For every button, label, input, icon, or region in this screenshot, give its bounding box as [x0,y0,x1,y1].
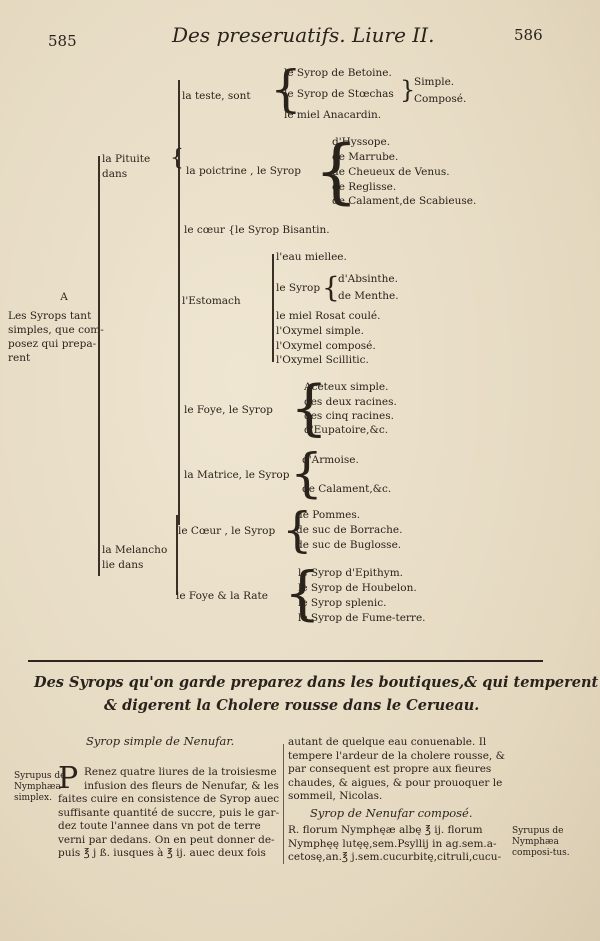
left-margin-line1: Syrupus de [14,771,66,781]
root-label-line3: posez qui prepa- [8,338,97,350]
right-margin-note: Syrupus de Nymphæa composi-tus. [512,826,570,859]
matrice-item-1: d'Armoise. [302,454,359,466]
organ-foye-melan: le Foye & la Rate [176,590,268,602]
coeur-melan-item-2: de suc de Borrache. [296,524,403,536]
root-label-line1: Les Syrops tant [8,310,92,322]
foye-item-3: des cinq racines. [304,410,394,422]
right-subheading: Syrop de Nenufar composé. [310,806,473,820]
foye-item-1: Aceteux simple. [304,381,389,393]
matrice-brace: { [290,444,324,504]
left-margin-note: Syrupus de Nymphæa simplex. [14,771,65,804]
right-column-recipe: R. florum Nymphęæ albę ℥ ij. florum Nymp… [288,824,501,865]
estomach-item-5: l'Oxymel composé. [276,340,376,352]
root-label-line2: simples, que com- [8,324,104,336]
right-margin-line2: Nymphæa [512,837,559,847]
left-line-3: faites cuire en consistence de Syrop aue… [58,793,280,805]
branch-pituite-label-2: dans [102,168,128,180]
estomach-sub-brace: { [322,271,340,304]
right-line-4: chaudes, & aigues, & pour prouoquer le [288,776,503,789]
coeur-melan-brace: { [282,502,313,558]
poictrine-item-2: de Marrube. [332,151,399,163]
right-recipe-line-3: cetosę,an.℥ j.sem.cucurbitę,citruli,cucu… [288,851,502,864]
estomach-sub-1: d'Absinthe. [338,273,398,285]
coeur-melan-item-3: de suc de Buglosse. [296,539,402,551]
left-line-5: dez toute l'annee dans vn pot de terre [58,820,261,833]
branch-melancholie-label-2: lie dans [102,559,144,571]
pituite-bracket-line [178,80,180,525]
right-recipe-line-1: R. florum Nymphęæ albę ℥ ij. florum [288,824,483,836]
estomach-sub-2: de Menthe. [338,290,399,302]
left-line-6: verni par dedans. On en peut donner de- [58,833,275,846]
left-line-4: suffisante quantité de succre, puis le g… [58,806,280,819]
poictrine-item-4: de Reglisse. [332,181,397,193]
drop-cap: P [58,761,79,796]
estomach-item-1: l'eau miellee. [276,251,347,263]
pituite-brace: { [170,146,184,171]
right-line-1: autant de quelque eau conuenable. Il [288,736,487,748]
estomach-item-2: le Syrop [276,282,321,294]
organ-poictrine: la poictrine , le Syrop [186,165,301,177]
foye-item-4: d'Eupatoire,&c. [304,424,389,436]
stoechas-brace: } [400,76,416,104]
foye-melan-item-3: le Syrop splenic. [298,597,387,609]
right-margin-line3: composi-tus. [512,848,570,858]
stoechas-sub-1: Simple. [414,76,455,88]
teste-brace: { [270,60,302,118]
left-subheading: Syrop simple de Nenufar. [86,734,235,748]
page-number-left: 585 [48,32,77,50]
matrice-item-2: de Calament,&c. [302,483,392,495]
root-label-letter: A [60,291,68,303]
running-title: Des preseruatifs. Liure II. [172,23,435,47]
right-line-3: par consequent est propre aux fieures [288,763,492,776]
estomach-item-6: l'Oxymel Scillitic. [276,354,369,366]
melancholie-bracket-line [176,515,178,595]
teste-item-1: le Syrop de Betoine. [284,67,392,79]
column-divider [283,744,284,864]
foye-melan-item-1: le Syrop d'Epithym. [298,567,403,579]
estomach-item-3: le miel Rosat coulé. [276,310,381,322]
estomach-bracket-line [272,254,274,362]
section-rule [28,660,543,662]
stoechas-sub-2: Composé. [414,93,467,105]
poictrine-brace: { [314,130,359,212]
left-margin-line3: simplex. [14,793,52,803]
organ-coeur-melan: le Cœur , le Syrop [178,525,276,537]
root-label-line4: rent [8,352,31,364]
section-heading-line1: Des Syrops qu'on garde preparez dans les… [34,674,599,691]
right-line-5: sommeil, Nicolas. [288,790,383,803]
right-recipe-line-2: Nymphęę lutęę,sem.Psyllij in ag.sem.a- [288,837,497,850]
page-number-right: 586 [514,26,543,44]
left-line-2: infusion des fleurs de Nenufar, & les [84,779,279,792]
left-column-lines-top: Renez quatre liures de la troisiesme inf… [84,766,279,793]
organ-matrice: la Matrice, le Syrop [184,469,290,481]
estomach-item-4: l'Oxymel simple. [276,325,364,337]
branch-pituite-label-1: la Pituite [102,153,151,165]
coeur-melan-item-1: de Pommes. [296,509,361,521]
poictrine-item-1: d'Hyssope. [332,136,391,148]
foye-melan-brace: { [284,559,321,627]
organ-foye: le Foye, le Syrop [184,404,273,416]
teste-item-3: le miel Anacardin. [284,109,382,121]
left-column-lines: faites cuire en consistence de Syrop aue… [58,793,279,861]
organ-estomach: l'Estomach [182,295,241,307]
right-line-2: tempere l'ardeur de la cholere rousse, & [288,749,505,762]
branch-melancholie-label-1: la Melancho [102,544,168,556]
right-column: autant de quelque eau conuenable. Il tem… [288,736,505,804]
foye-melan-item-2: le Syrop de Houbelon. [298,582,417,594]
section-heading-line2: & digerent la Cholere rousse dans le Cer… [104,697,480,714]
organ-coeur: le cœur {le Syrop Bisantin. [184,224,330,236]
left-line-7: puis ℥ j ß. iusques à ℥ ij. auec deux fo… [58,847,266,860]
poictrine-item-5: de Calament,de Scabieuse. [332,195,477,207]
poictrine-item-3: de Cheueux de Venus. [332,166,450,178]
left-margin-line2: Nymphæa [14,782,61,792]
root-bracket-line [98,156,100,576]
left-line-1: Renez quatre liures de la troisiesme [84,766,277,778]
teste-item-2: le Syrop de Stœchas [284,88,394,100]
foye-item-2: des deux racines. [304,396,397,408]
right-margin-line1: Syrupus de [512,826,564,836]
foye-brace: { [290,373,329,443]
organ-teste: la teste, sont [182,90,251,102]
foye-melan-item-4: le Syrop de Fume-terre. [298,612,426,624]
